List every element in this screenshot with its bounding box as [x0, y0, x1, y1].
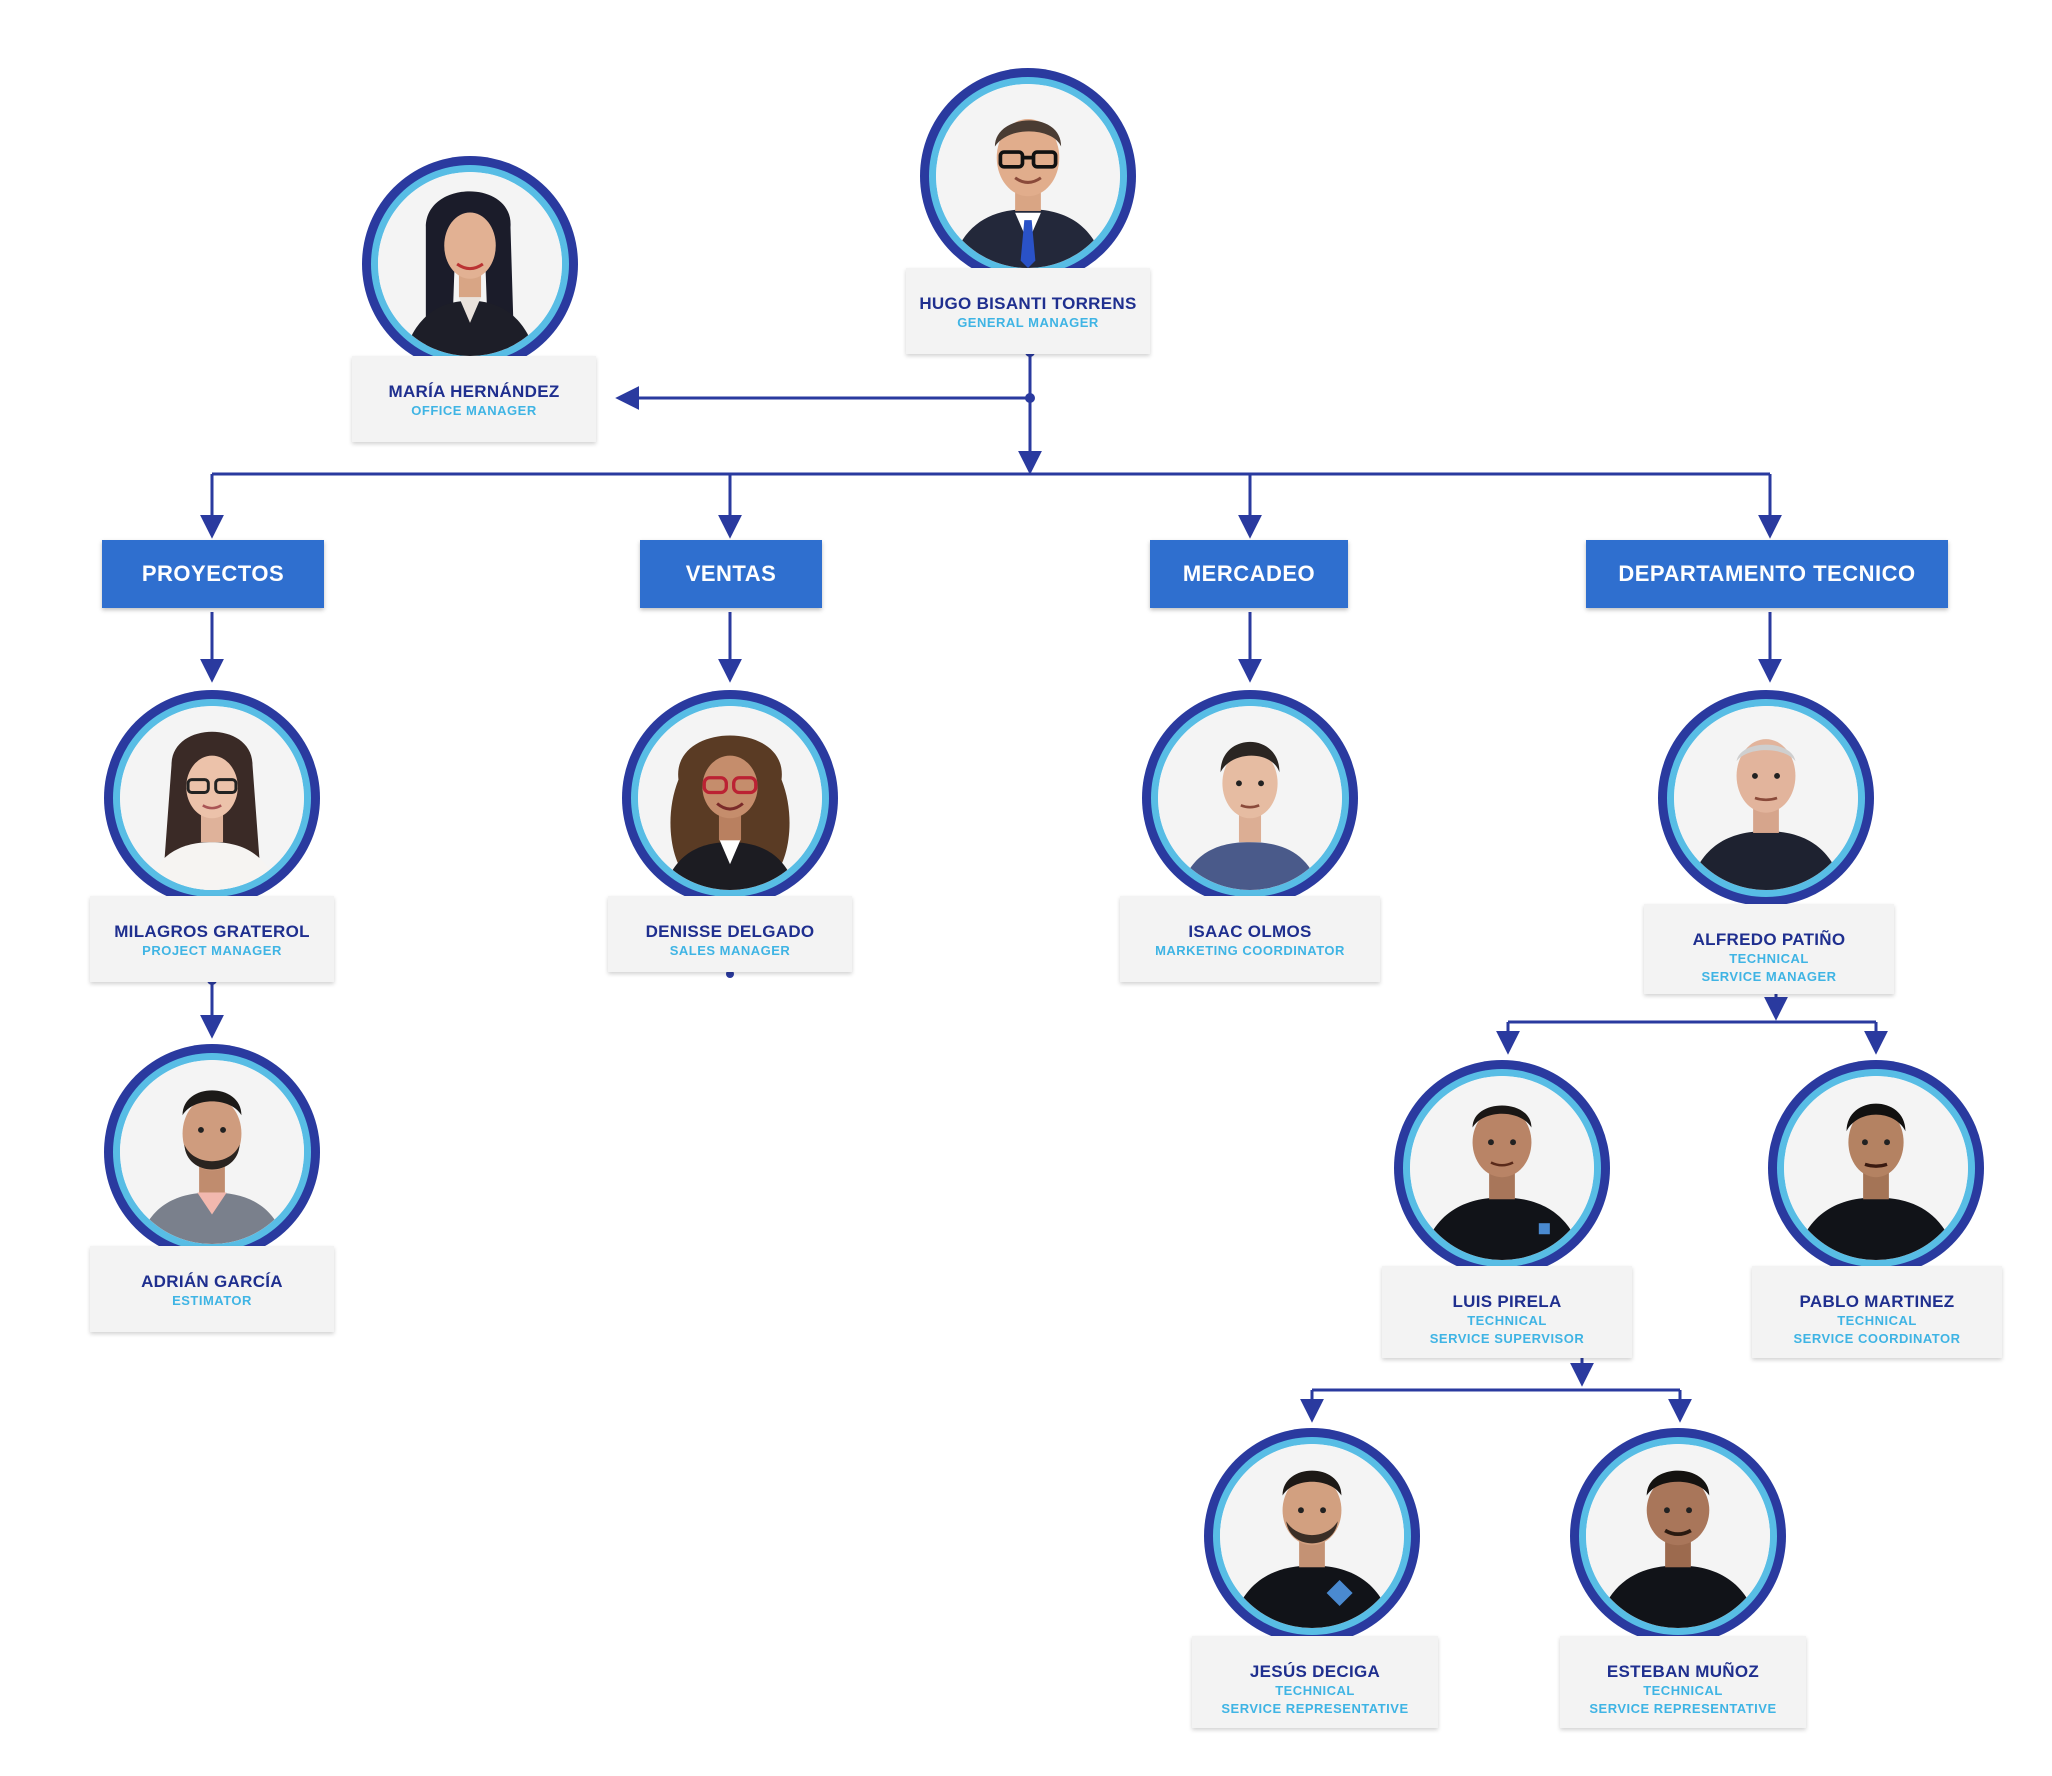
portrait-icon — [638, 706, 822, 890]
avatar-hugo — [920, 68, 1136, 284]
label-esteban: ESTEBAN MUÑOZ TECHNICAL SERVICE REPRESEN… — [1560, 1636, 1806, 1728]
avatar-denisse — [622, 690, 838, 906]
label-pablo: PABLO MARTINEZ TECHNICAL SERVICE COORDIN… — [1752, 1266, 2002, 1358]
portrait-icon — [1220, 1444, 1404, 1628]
person-name: DENISSE DELGADO — [645, 922, 815, 941]
person-name: JESÚS DECIGA — [1249, 1662, 1381, 1681]
portrait-icon — [1586, 1444, 1770, 1628]
label-milagros: MILAGROS GRATEROL PROJECT MANAGER — [90, 896, 334, 982]
person-role: PROJECT MANAGER — [142, 943, 282, 958]
person-role: MARKETING COORDINATOR — [1155, 943, 1345, 958]
label-hugo: HUGO BISANTI TORRENS GENERAL MANAGER — [906, 268, 1150, 354]
person-name: ALFREDO PATIÑO — [1692, 930, 1846, 949]
person-role: ESTIMATOR — [172, 1293, 252, 1308]
label-adrian: ADRIÁN GARCÍA ESTIMATOR — [90, 1246, 334, 1332]
person-name: MILAGROS GRATEROL — [114, 922, 310, 941]
person-role: OFFICE MANAGER — [411, 403, 537, 418]
person-role-line2: SERVICE MANAGER — [1701, 969, 1837, 984]
person-role-line2: SERVICE REPRESENTATIVE — [1589, 1701, 1777, 1716]
person-role-line1: TECHNICAL — [1837, 1313, 1917, 1328]
person-name: ISAAC OLMOS — [1188, 922, 1312, 941]
person-role-line2: SERVICE COORDINATOR — [1793, 1331, 1961, 1346]
portrait-icon — [1158, 706, 1342, 890]
portrait-icon — [936, 84, 1120, 268]
person-role: SALES MANAGER — [669, 943, 791, 958]
portrait-icon — [1674, 706, 1858, 890]
person-role-line2: SERVICE REPRESENTATIVE — [1221, 1701, 1409, 1716]
person-name: HUGO BISANTI TORRENS — [919, 294, 1137, 313]
portrait-icon — [378, 172, 562, 356]
dept-proyectos: PROYECTOS — [102, 540, 324, 608]
avatar-adrian — [104, 1044, 320, 1260]
person-name: LUIS PIRELA — [1452, 1292, 1562, 1311]
avatar-luis — [1394, 1060, 1610, 1276]
label-alfredo: ALFREDO PATIÑO TECHNICAL SERVICE MANAGER — [1644, 904, 1894, 994]
node-dot — [1025, 393, 1035, 403]
person-role-line1: TECHNICAL — [1643, 1683, 1723, 1698]
label-luis: LUIS PIRELA TECHNICAL SERVICE SUPERVISOR — [1382, 1266, 1632, 1358]
portrait-icon — [120, 706, 304, 890]
avatar-esteban — [1570, 1428, 1786, 1644]
portrait-icon — [1410, 1076, 1594, 1260]
avatar-milagros — [104, 690, 320, 906]
dept-mercadeo: MERCADEO — [1150, 540, 1348, 608]
person-role: GENERAL MANAGER — [957, 315, 1099, 330]
dept-departamento-tecnico: DEPARTAMENTO TECNICO — [1586, 540, 1948, 608]
person-role-line1: TECHNICAL — [1467, 1313, 1547, 1328]
person-role-line2: SERVICE SUPERVISOR — [1429, 1331, 1585, 1346]
person-name: PABLO MARTINEZ — [1799, 1292, 1955, 1311]
portrait-icon — [1784, 1076, 1968, 1260]
person-name: MARÍA HERNÁNDEZ — [388, 382, 560, 401]
label-isaac: ISAAC OLMOS MARKETING COORDINATOR — [1120, 896, 1380, 982]
avatar-pablo — [1768, 1060, 1984, 1276]
person-name: ESTEBAN MUÑOZ — [1606, 1662, 1760, 1681]
avatar-isaac — [1142, 690, 1358, 906]
label-jesus: JESÚS DECIGA TECHNICAL SERVICE REPRESENT… — [1192, 1636, 1438, 1728]
avatar-alfredo — [1658, 690, 1874, 906]
label-denisse: DENISSE DELGADO SALES MANAGER — [608, 896, 852, 972]
person-role-line1: TECHNICAL — [1275, 1683, 1355, 1698]
avatar-jesus — [1204, 1428, 1420, 1644]
person-role-line1: TECHNICAL — [1729, 951, 1809, 966]
node-dot — [726, 970, 734, 978]
person-name: ADRIÁN GARCÍA — [141, 1272, 283, 1291]
avatar-maria — [362, 156, 578, 372]
portrait-icon — [120, 1060, 304, 1244]
label-maria: MARÍA HERNÁNDEZ OFFICE MANAGER — [352, 356, 596, 442]
dept-ventas: VENTAS — [640, 540, 822, 608]
